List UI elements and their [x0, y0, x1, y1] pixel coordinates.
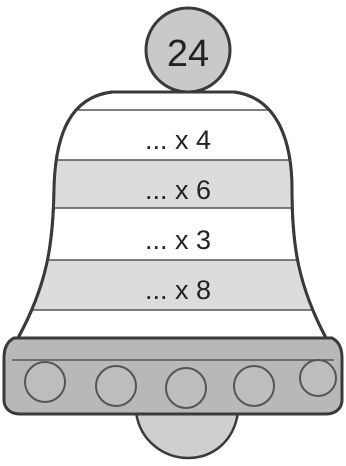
- badge-number: 24: [167, 33, 209, 75]
- row-4-text: ... x 8: [145, 275, 211, 305]
- row-3-text: ... x 3: [145, 225, 211, 255]
- rim-circle-5: [300, 360, 336, 396]
- rim-circle-2: [96, 366, 136, 406]
- bell-clapper: [136, 412, 238, 458]
- rim-circle-3: [166, 368, 206, 408]
- rim-circle-1: [25, 362, 65, 402]
- row-1-text: ... x 4: [145, 125, 211, 155]
- row-2-text: ... x 6: [145, 175, 211, 205]
- rim-circle-4: [234, 366, 274, 406]
